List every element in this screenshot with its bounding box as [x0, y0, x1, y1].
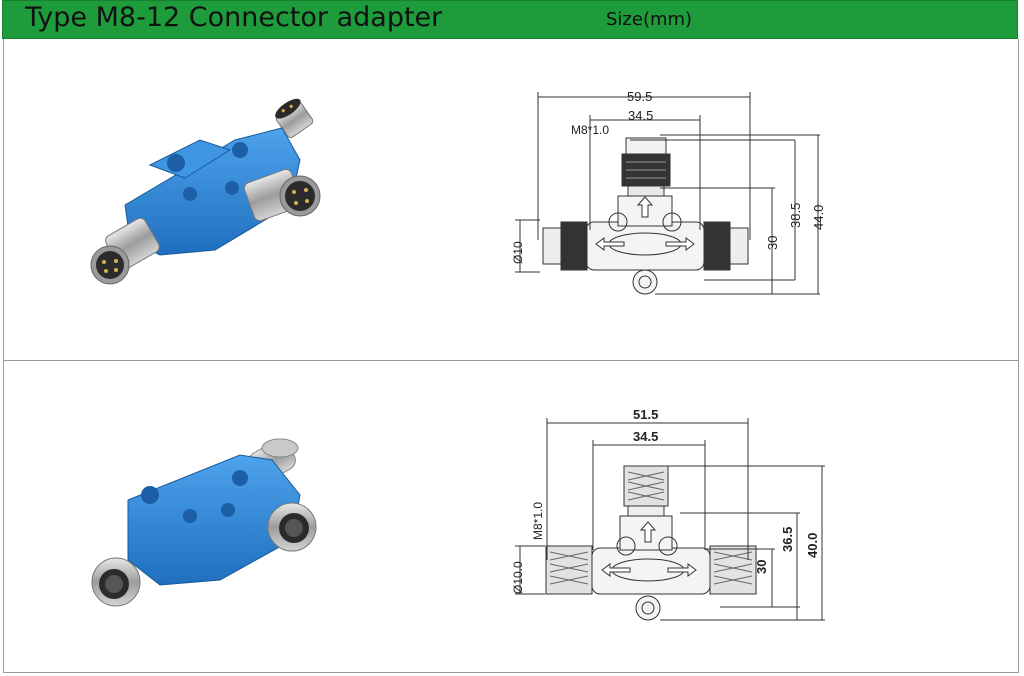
male-technical-drawing	[515, 92, 820, 295]
dim-height-mid: 38.5	[788, 203, 803, 228]
female-technical-drawing	[515, 418, 825, 621]
dim-height-total: 44.0	[811, 205, 826, 230]
left-female-connector-icon	[91, 557, 141, 607]
female-connector-photo	[91, 438, 317, 607]
dim-center-width: 34.5	[628, 108, 653, 123]
right-female-connector-icon	[267, 502, 317, 552]
male-dimension-labels: 59.5 34.5 M8*1.0 Ø10 30 38.5 44.0	[511, 89, 826, 264]
dim-height-total: 40.0	[805, 533, 820, 558]
dim-thread: M8*1.0	[571, 123, 609, 137]
page-title: Type M8-12 Connector adapter	[25, 2, 443, 33]
dim-overall-width: 59.5	[627, 89, 652, 104]
right-connector-icon	[243, 168, 321, 222]
product-row-female	[3, 361, 1019, 673]
dim-diameter: Ø10	[511, 241, 525, 264]
dim-height-mid: 36.5	[780, 527, 795, 552]
dim-height-30: 30	[754, 560, 769, 574]
header-bar: Type M8-12 Connector adapter Size(mm)	[2, 0, 1018, 39]
dim-overall-width: 51.5	[633, 407, 658, 422]
male-connector-photo	[90, 98, 321, 285]
dim-height-30: 30	[765, 236, 780, 250]
product-row-male	[3, 39, 1019, 361]
dim-thread: M8*1.0	[531, 502, 545, 540]
female-dimension-labels: 51.5 34.5 M8*1.0 Ø10.0 30 36.5 40.0	[511, 407, 820, 594]
size-label: Size(mm)	[606, 9, 693, 30]
dim-center-width: 34.5	[633, 429, 658, 444]
left-connector-icon	[90, 217, 160, 285]
dim-diameter: Ø10.0	[511, 561, 525, 594]
